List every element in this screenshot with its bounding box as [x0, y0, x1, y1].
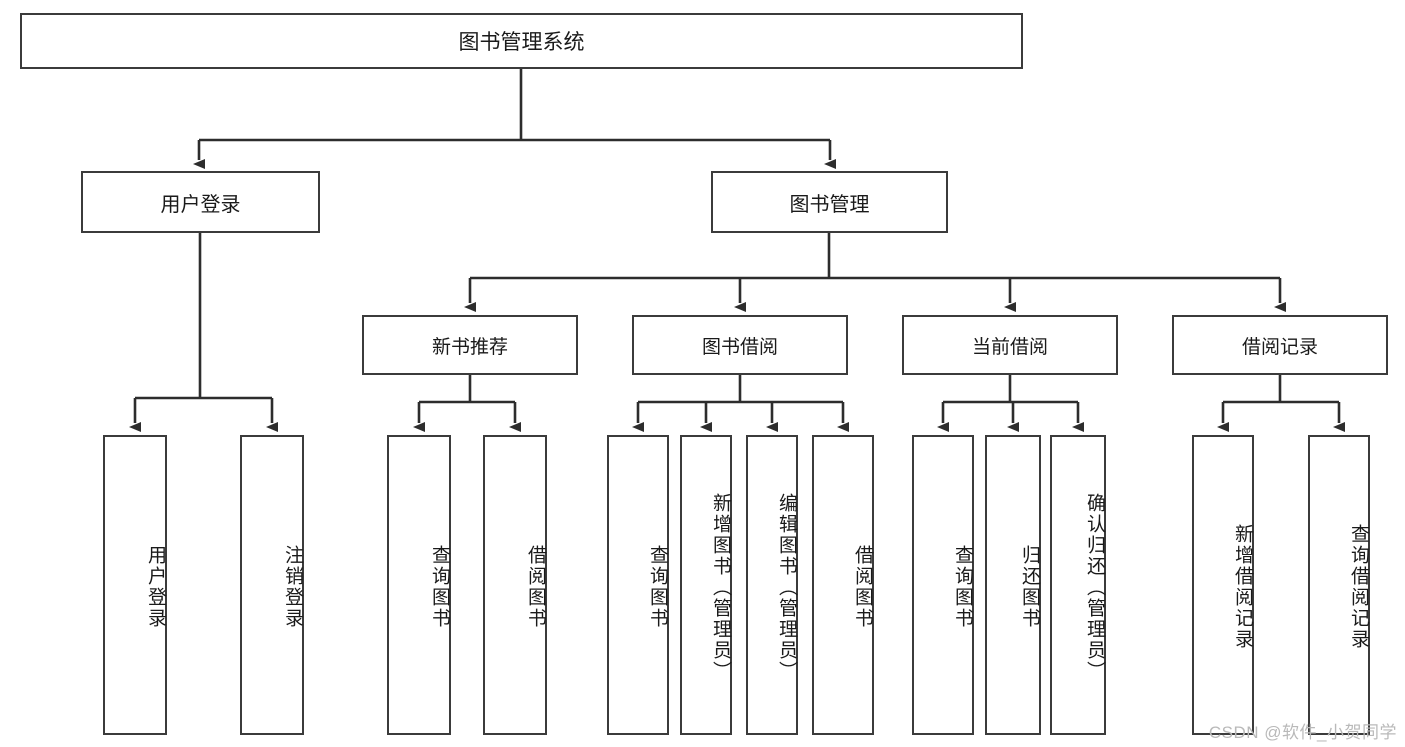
node-leaf-edit-book-admin[interactable]: 编辑图书（管理员） — [746, 435, 798, 735]
node-label: 查询图书 — [429, 545, 450, 629]
node-label: 图书借阅 — [701, 336, 778, 358]
node-label: 注销登录 — [282, 545, 303, 629]
node-new-book-recommend[interactable]: 新书推荐 — [362, 315, 578, 375]
node-leaf-add-book-admin[interactable]: 新增图书（管理员） — [680, 435, 732, 735]
node-user-login[interactable]: 用户登录 — [81, 171, 320, 233]
node-leaf-add-borrow-record[interactable]: 新增借阅记录 — [1192, 435, 1254, 735]
node-leaf-borrow-book[interactable]: 借阅图书 — [812, 435, 874, 735]
watermark-credit: CSDN @软件_小贺同学 — [1208, 723, 1397, 742]
node-leaf-query-book-current[interactable]: 查询图书 — [912, 435, 974, 735]
node-leaf-query-book-rec[interactable]: 查询图书 — [387, 435, 451, 735]
node-label: 新书推荐 — [431, 336, 508, 358]
node-leaf-confirm-return-admin[interactable]: 确认归还（管理员） — [1050, 435, 1106, 735]
node-label: 当前借阅 — [971, 336, 1048, 358]
node-label: 查询图书 — [647, 545, 668, 629]
node-label: 编辑图书（管理员） — [776, 492, 797, 682]
node-label: 借阅图书 — [852, 545, 873, 629]
node-leaf-borrow-book-rec[interactable]: 借阅图书 — [483, 435, 547, 735]
node-label: 查询借阅记录 — [1348, 524, 1369, 650]
node-label: 新增图书（管理员） — [710, 492, 731, 682]
node-current-borrow[interactable]: 当前借阅 — [902, 315, 1118, 375]
node-leaf-user-logout[interactable]: 注销登录 — [240, 435, 304, 735]
node-label: 归还图书 — [1019, 545, 1040, 629]
node-label: 查询图书 — [952, 545, 973, 629]
node-borrow-record[interactable]: 借阅记录 — [1172, 315, 1388, 375]
node-label: 图书管理 — [789, 193, 870, 216]
node-book-manage[interactable]: 图书管理 — [711, 171, 948, 233]
node-label: 用户登录 — [160, 193, 241, 216]
node-label: 借阅图书 — [525, 545, 546, 629]
node-label: 借阅记录 — [1241, 336, 1318, 358]
node-label: 确认归还（管理员） — [1084, 492, 1105, 682]
node-leaf-user-login[interactable]: 用户登录 — [103, 435, 167, 735]
node-label: 新增借阅记录 — [1232, 524, 1253, 650]
node-label: 图书管理系统 — [458, 31, 585, 54]
node-leaf-query-book-borrow[interactable]: 查询图书 — [607, 435, 669, 735]
node-root-system[interactable]: 图书管理系统 — [20, 13, 1023, 69]
node-label: 用户登录 — [145, 545, 166, 629]
node-book-borrow[interactable]: 图书借阅 — [632, 315, 848, 375]
node-leaf-query-borrow-record[interactable]: 查询借阅记录 — [1308, 435, 1370, 735]
node-leaf-return-book[interactable]: 归还图书 — [985, 435, 1041, 735]
